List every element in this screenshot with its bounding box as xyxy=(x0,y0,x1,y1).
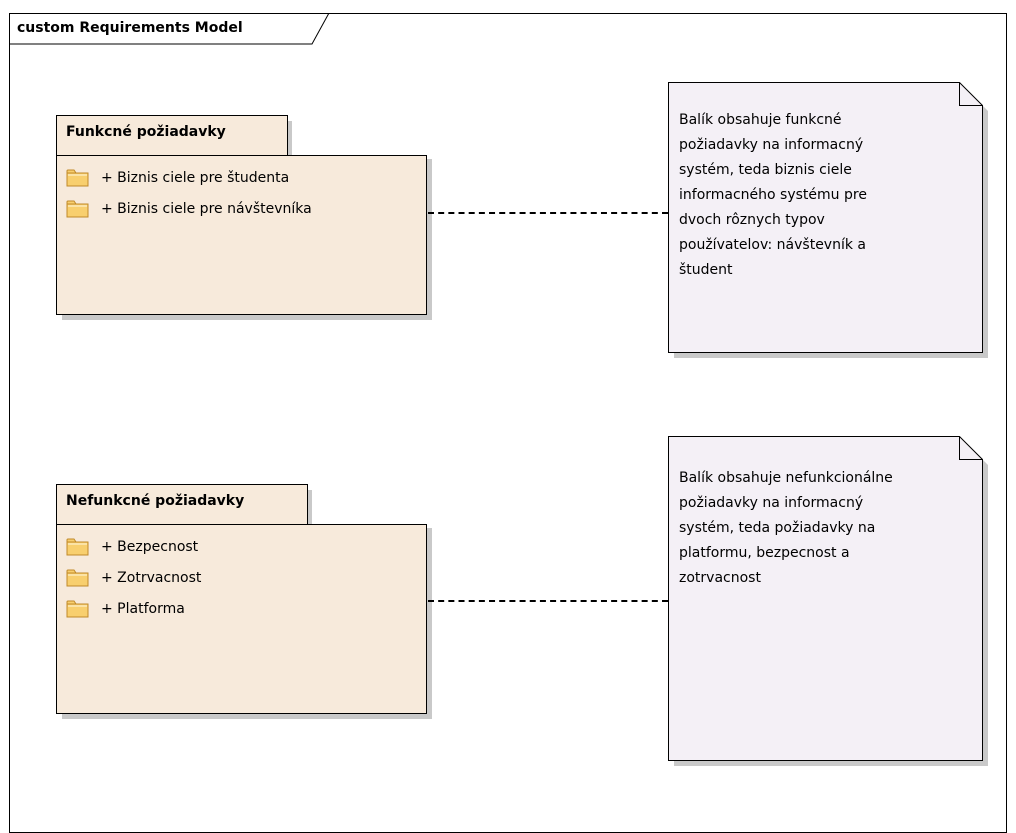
package-tab-functional[interactable]: Funkcné požiadavky xyxy=(56,115,288,156)
folder-icon xyxy=(66,600,89,618)
package-item[interactable]: + Platforma xyxy=(66,599,185,619)
note-text: Balík obsahuje funkcné požiadavky na inf… xyxy=(679,112,867,278)
folder-icon xyxy=(66,538,89,556)
frame-title: custom Requirements Model xyxy=(17,20,243,36)
package-item-label: + Biznis ciele pre študenta xyxy=(101,170,290,186)
package-item[interactable]: + Biznis ciele pre návštevníka xyxy=(66,199,312,219)
package-item-label: + Zotrvacnost xyxy=(101,570,202,586)
note-connector[interactable] xyxy=(428,600,668,602)
note-connector[interactable] xyxy=(428,212,668,214)
package-title: Nefunkcné požiadavky xyxy=(66,493,245,509)
note-text: Balík obsahuje nefunkcionálne požiadavky… xyxy=(679,470,893,586)
note-shape[interactable] xyxy=(668,82,994,358)
note-shape[interactable] xyxy=(668,436,994,766)
package-item-label: + Platforma xyxy=(101,601,185,617)
folder-icon xyxy=(66,200,89,218)
package-tab-nonfunctional[interactable]: Nefunkcné požiadavky xyxy=(56,484,308,525)
package-body-nonfunctional[interactable]: + Bezpecnost + Zotrvacnost + Platforma xyxy=(56,524,427,714)
folder-icon xyxy=(66,569,89,587)
package-body-functional[interactable]: + Biznis ciele pre študenta + Biznis cie… xyxy=(56,155,427,315)
package-item[interactable]: + Zotrvacnost xyxy=(66,568,201,588)
package-item[interactable]: + Biznis ciele pre študenta xyxy=(66,168,289,188)
package-item[interactable]: + Bezpecnost xyxy=(66,537,198,557)
package-title: Funkcné požiadavky xyxy=(66,124,226,140)
package-item-label: + Bezpecnost xyxy=(101,539,199,555)
folder-icon xyxy=(66,169,89,187)
package-item-label: + Biznis ciele pre návštevníka xyxy=(101,201,312,217)
frame-title-tab xyxy=(9,13,330,45)
